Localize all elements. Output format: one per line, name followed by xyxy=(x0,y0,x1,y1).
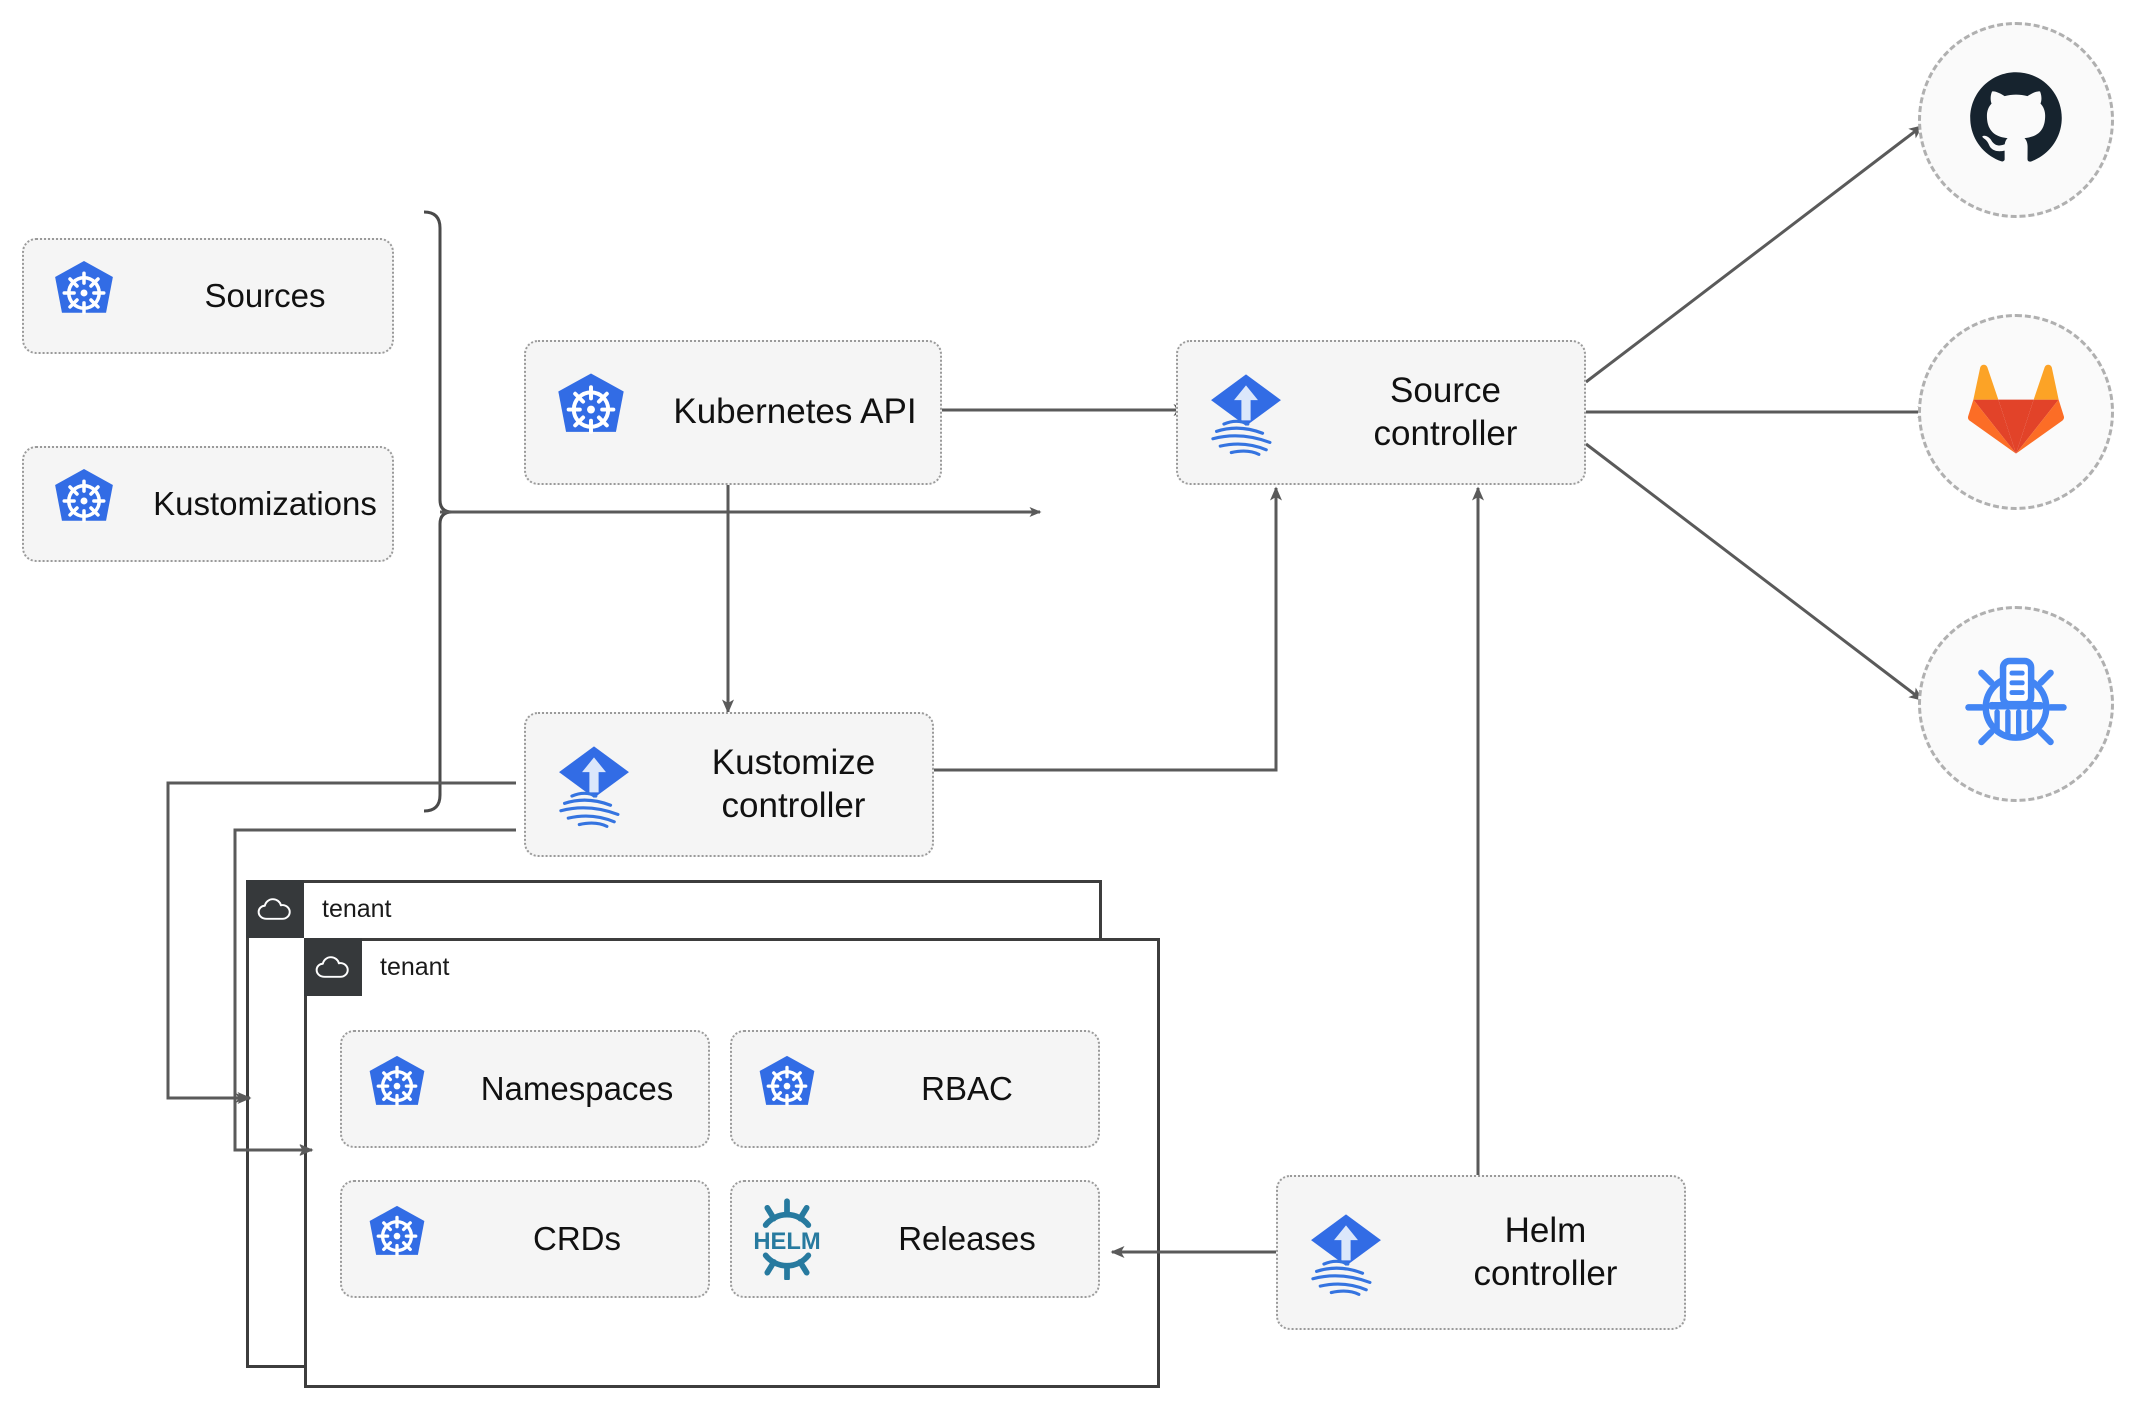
gitlab-icon xyxy=(1964,358,2068,467)
tenant-header-2: tenant xyxy=(304,938,450,996)
flux-icon xyxy=(526,739,661,831)
resource-crds[interactable]: CRDs xyxy=(340,1180,710,1298)
svg-text:HELM: HELM xyxy=(753,1228,820,1255)
kubernetes-icon xyxy=(24,258,144,334)
tenant-header-1: tenant xyxy=(246,880,392,938)
provider-bucket[interactable] xyxy=(1918,606,2114,802)
resource-crds-label: CRDs xyxy=(533,1219,621,1257)
node-helm-controller[interactable]: Helm controller xyxy=(1276,1175,1686,1330)
bucket-icon xyxy=(1962,648,2070,761)
node-kustomize-controller[interactable]: Kustomize controller xyxy=(524,712,934,857)
kubernetes-icon xyxy=(732,1053,842,1125)
cloud-icon xyxy=(246,880,304,938)
resource-releases[interactable]: HELM Releases xyxy=(730,1180,1100,1298)
node-kustomize-controller-label: Kustomize controller xyxy=(711,742,876,825)
node-kubernetes-api-label: Kubernetes API xyxy=(673,392,917,432)
node-kubernetes-api[interactable]: Kubernetes API xyxy=(524,340,942,485)
node-sources[interactable]: Sources xyxy=(22,238,394,354)
node-kustomizations-label: Kustomizations xyxy=(153,484,377,522)
tenant-label-1: tenant xyxy=(322,894,392,923)
node-kustomizations[interactable]: Kustomizations xyxy=(22,446,394,562)
resource-namespaces-label: Namespaces xyxy=(480,1069,674,1107)
flux-icon xyxy=(1278,1207,1413,1299)
node-source-controller[interactable]: Source controller xyxy=(1176,340,1586,485)
kubernetes-icon xyxy=(342,1203,452,1275)
helm-icon: HELM xyxy=(732,1198,842,1280)
node-source-controller-label: Source controller xyxy=(1373,370,1518,453)
resource-namespaces[interactable]: Namespaces xyxy=(340,1030,710,1148)
tenant-label-2: tenant xyxy=(380,952,450,981)
node-sources-label: Sources xyxy=(204,276,326,314)
resource-releases-label: Releases xyxy=(898,1219,1036,1257)
kubernetes-icon xyxy=(24,466,144,542)
tenant-container-2 xyxy=(304,938,1160,1388)
kubernetes-icon xyxy=(526,370,656,456)
kubernetes-icon xyxy=(342,1053,452,1125)
flux-icon xyxy=(1178,367,1313,459)
node-helm-controller-label: Helm controller xyxy=(1473,1210,1618,1293)
resource-rbac-label: RBAC xyxy=(921,1069,1013,1107)
provider-gitlab[interactable] xyxy=(1918,314,2114,510)
resource-rbac[interactable]: RBAC xyxy=(730,1030,1100,1148)
provider-github[interactable] xyxy=(1918,22,2114,218)
github-icon xyxy=(1964,66,2068,175)
cloud-icon xyxy=(304,938,362,996)
